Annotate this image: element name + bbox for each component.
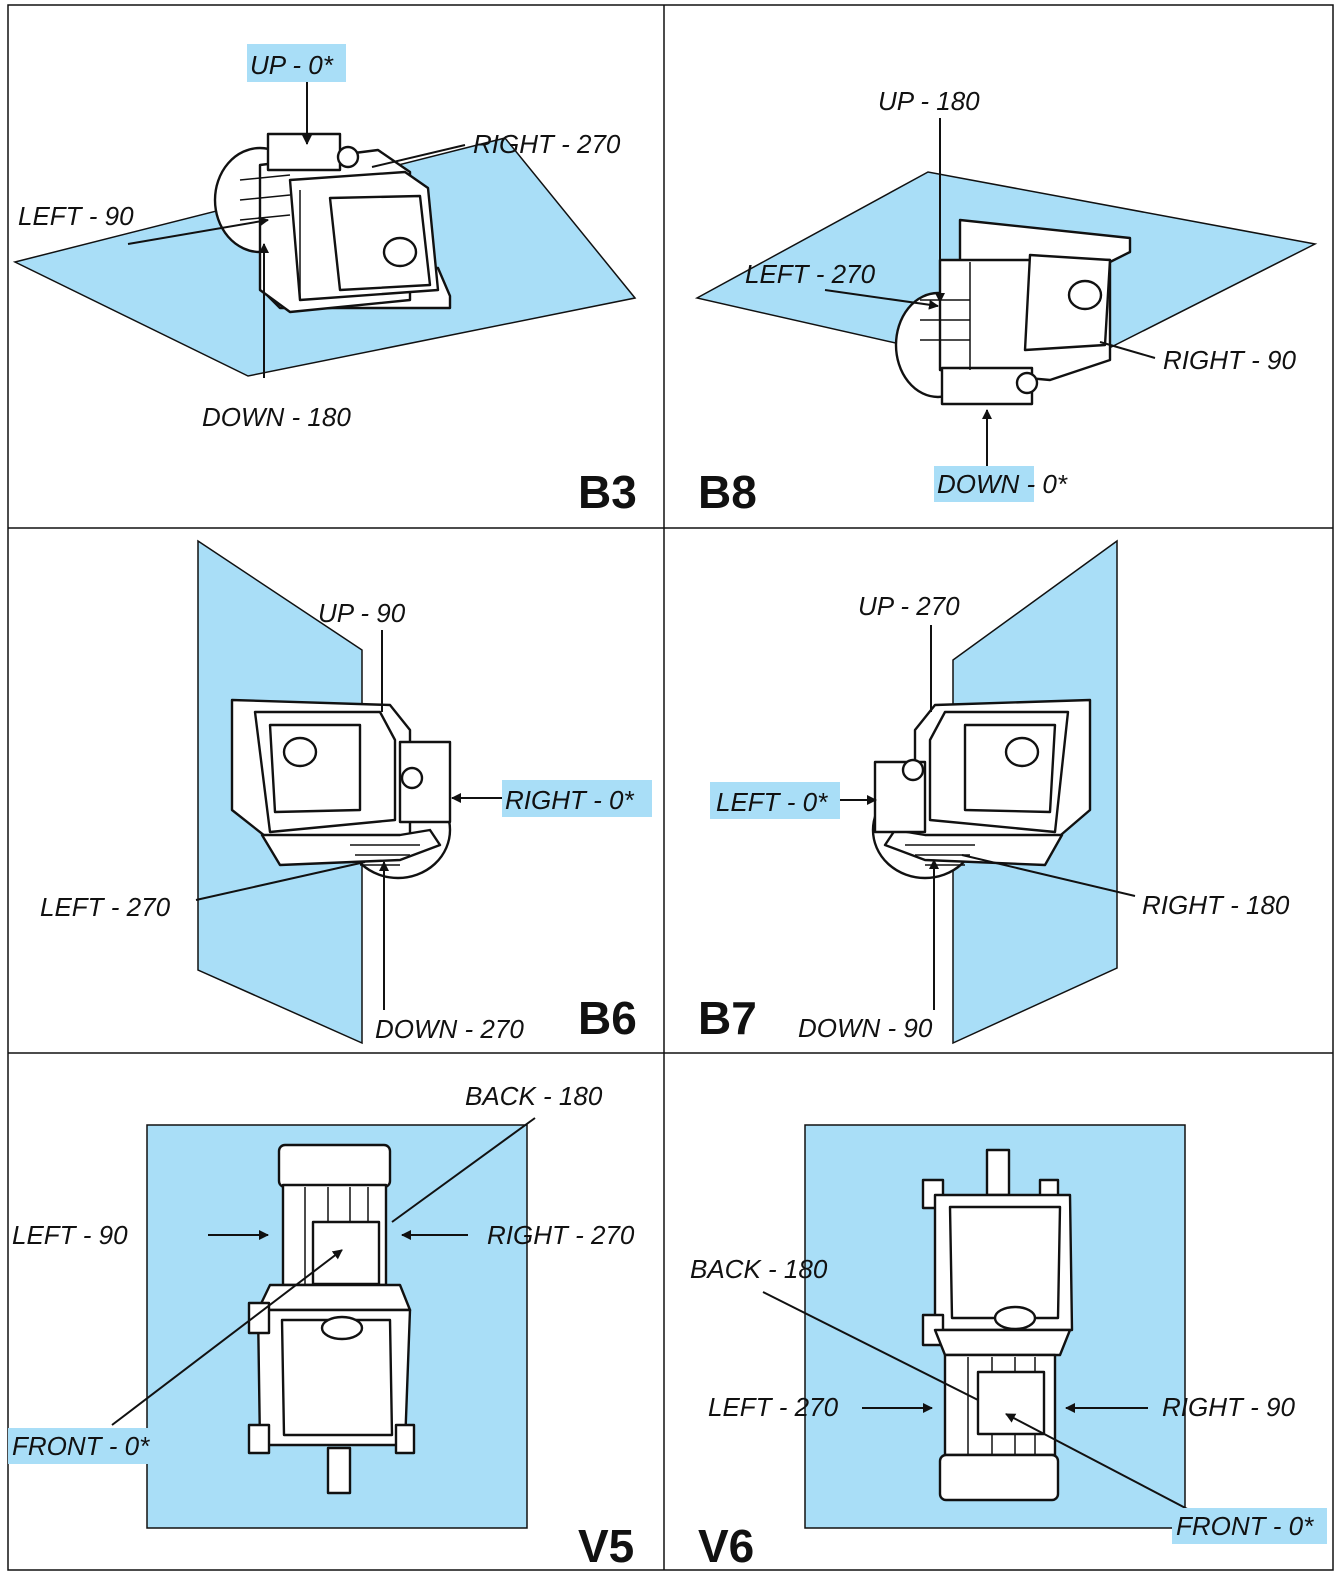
panel-b8: UP - 180 LEFT - 270 RIGHT - 90 DOWN - 0*… bbox=[694, 86, 1318, 518]
right-label: RIGHT - 270 bbox=[487, 1220, 635, 1250]
gear-motor bbox=[230, 698, 452, 880]
position-code: B8 bbox=[698, 466, 757, 518]
front-label-highlight bbox=[1172, 1508, 1327, 1544]
gear-motor bbox=[213, 132, 452, 314]
up-label: UP - 90 bbox=[318, 598, 406, 628]
right-label-highlight bbox=[502, 780, 652, 817]
position-code: B3 bbox=[578, 466, 637, 518]
left-label-highlight bbox=[710, 782, 840, 819]
down-label: DOWN - 90 bbox=[798, 1013, 933, 1043]
right-label: RIGHT - 270 bbox=[473, 129, 621, 159]
left-label: LEFT - 90 bbox=[12, 1220, 128, 1250]
right-label: RIGHT - 0* bbox=[505, 785, 634, 815]
down-label: DOWN - 0* bbox=[937, 469, 1068, 499]
gear-motor bbox=[894, 218, 1132, 406]
panel-b6: UP - 90 RIGHT - 0* LEFT - 270 DOWN - 270… bbox=[40, 539, 652, 1045]
down-label-highlight bbox=[934, 466, 1034, 502]
panel-b7: UP - 270 LEFT - 0* RIGHT - 180 DOWN - 90… bbox=[698, 539, 1290, 1045]
left-label: LEFT - 270 bbox=[745, 259, 876, 289]
left-label: LEFT - 270 bbox=[40, 892, 171, 922]
up-label: UP - 180 bbox=[878, 86, 980, 116]
position-code: V5 bbox=[578, 1520, 634, 1572]
left-label: LEFT - 90 bbox=[18, 201, 134, 231]
gear-motor bbox=[247, 1143, 416, 1495]
right-label: RIGHT - 90 bbox=[1163, 345, 1296, 375]
position-code: B6 bbox=[578, 992, 637, 1044]
front-label: FRONT - 0* bbox=[1176, 1511, 1314, 1541]
up-label-highlight bbox=[247, 44, 346, 82]
down-label: DOWN - 180 bbox=[202, 402, 351, 432]
down-label: DOWN - 270 bbox=[375, 1014, 524, 1044]
front-label-highlight bbox=[8, 1428, 163, 1464]
back-label: BACK - 180 bbox=[465, 1081, 603, 1111]
back-label: BACK - 180 bbox=[690, 1254, 828, 1284]
right-label: RIGHT - 90 bbox=[1162, 1392, 1295, 1422]
gear-motor bbox=[871, 698, 1092, 880]
gear-motor bbox=[921, 1148, 1074, 1502]
panel-v6: BACK - 180 LEFT - 270 RIGHT - 90 FRONT -… bbox=[690, 1124, 1327, 1572]
up-label: UP - 0* bbox=[250, 50, 334, 80]
panel-b3: UP - 0* RIGHT - 270 LEFT - 90 DOWN - 180… bbox=[12, 44, 637, 518]
left-label: LEFT - 0* bbox=[716, 787, 828, 817]
right-label: RIGHT - 180 bbox=[1142, 890, 1290, 920]
position-code: V6 bbox=[698, 1520, 754, 1572]
panel-v5: BACK - 180 LEFT - 90 RIGHT - 270 FRONT -… bbox=[8, 1081, 635, 1572]
up-label: UP - 270 bbox=[858, 591, 960, 621]
grid-frame bbox=[7, 4, 1334, 1571]
front-label: FRONT - 0* bbox=[12, 1431, 150, 1461]
position-code: B7 bbox=[698, 992, 757, 1044]
left-label: LEFT - 270 bbox=[708, 1392, 839, 1422]
